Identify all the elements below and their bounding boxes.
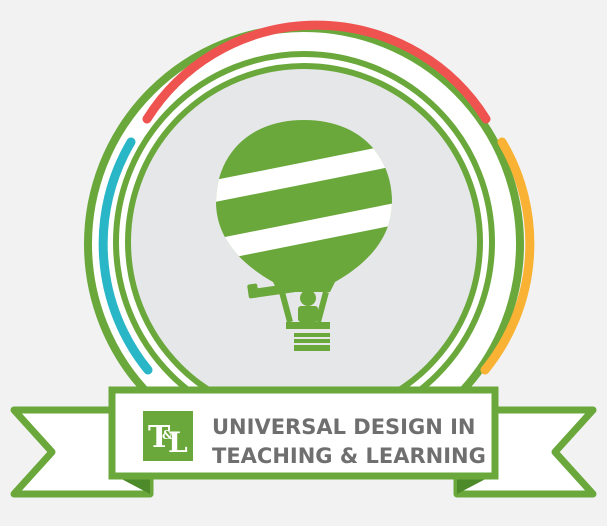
yellow-arc	[480, 137, 535, 375]
hot-air-balloon-with-telescope-icon	[216, 120, 392, 351]
red-arc	[142, 20, 491, 124]
logo-ampersand: &	[162, 428, 173, 442]
teal-arc	[98, 137, 153, 375]
banner-title-line2: TEACHING & LEARNING	[212, 444, 486, 468]
logo-letter-l: L	[168, 426, 188, 459]
tl-logo-icon: T L &	[143, 411, 193, 461]
banner-title-line1: UNIVERSAL DESIGN IN	[212, 415, 476, 439]
logo-letter-t: T	[148, 420, 171, 455]
